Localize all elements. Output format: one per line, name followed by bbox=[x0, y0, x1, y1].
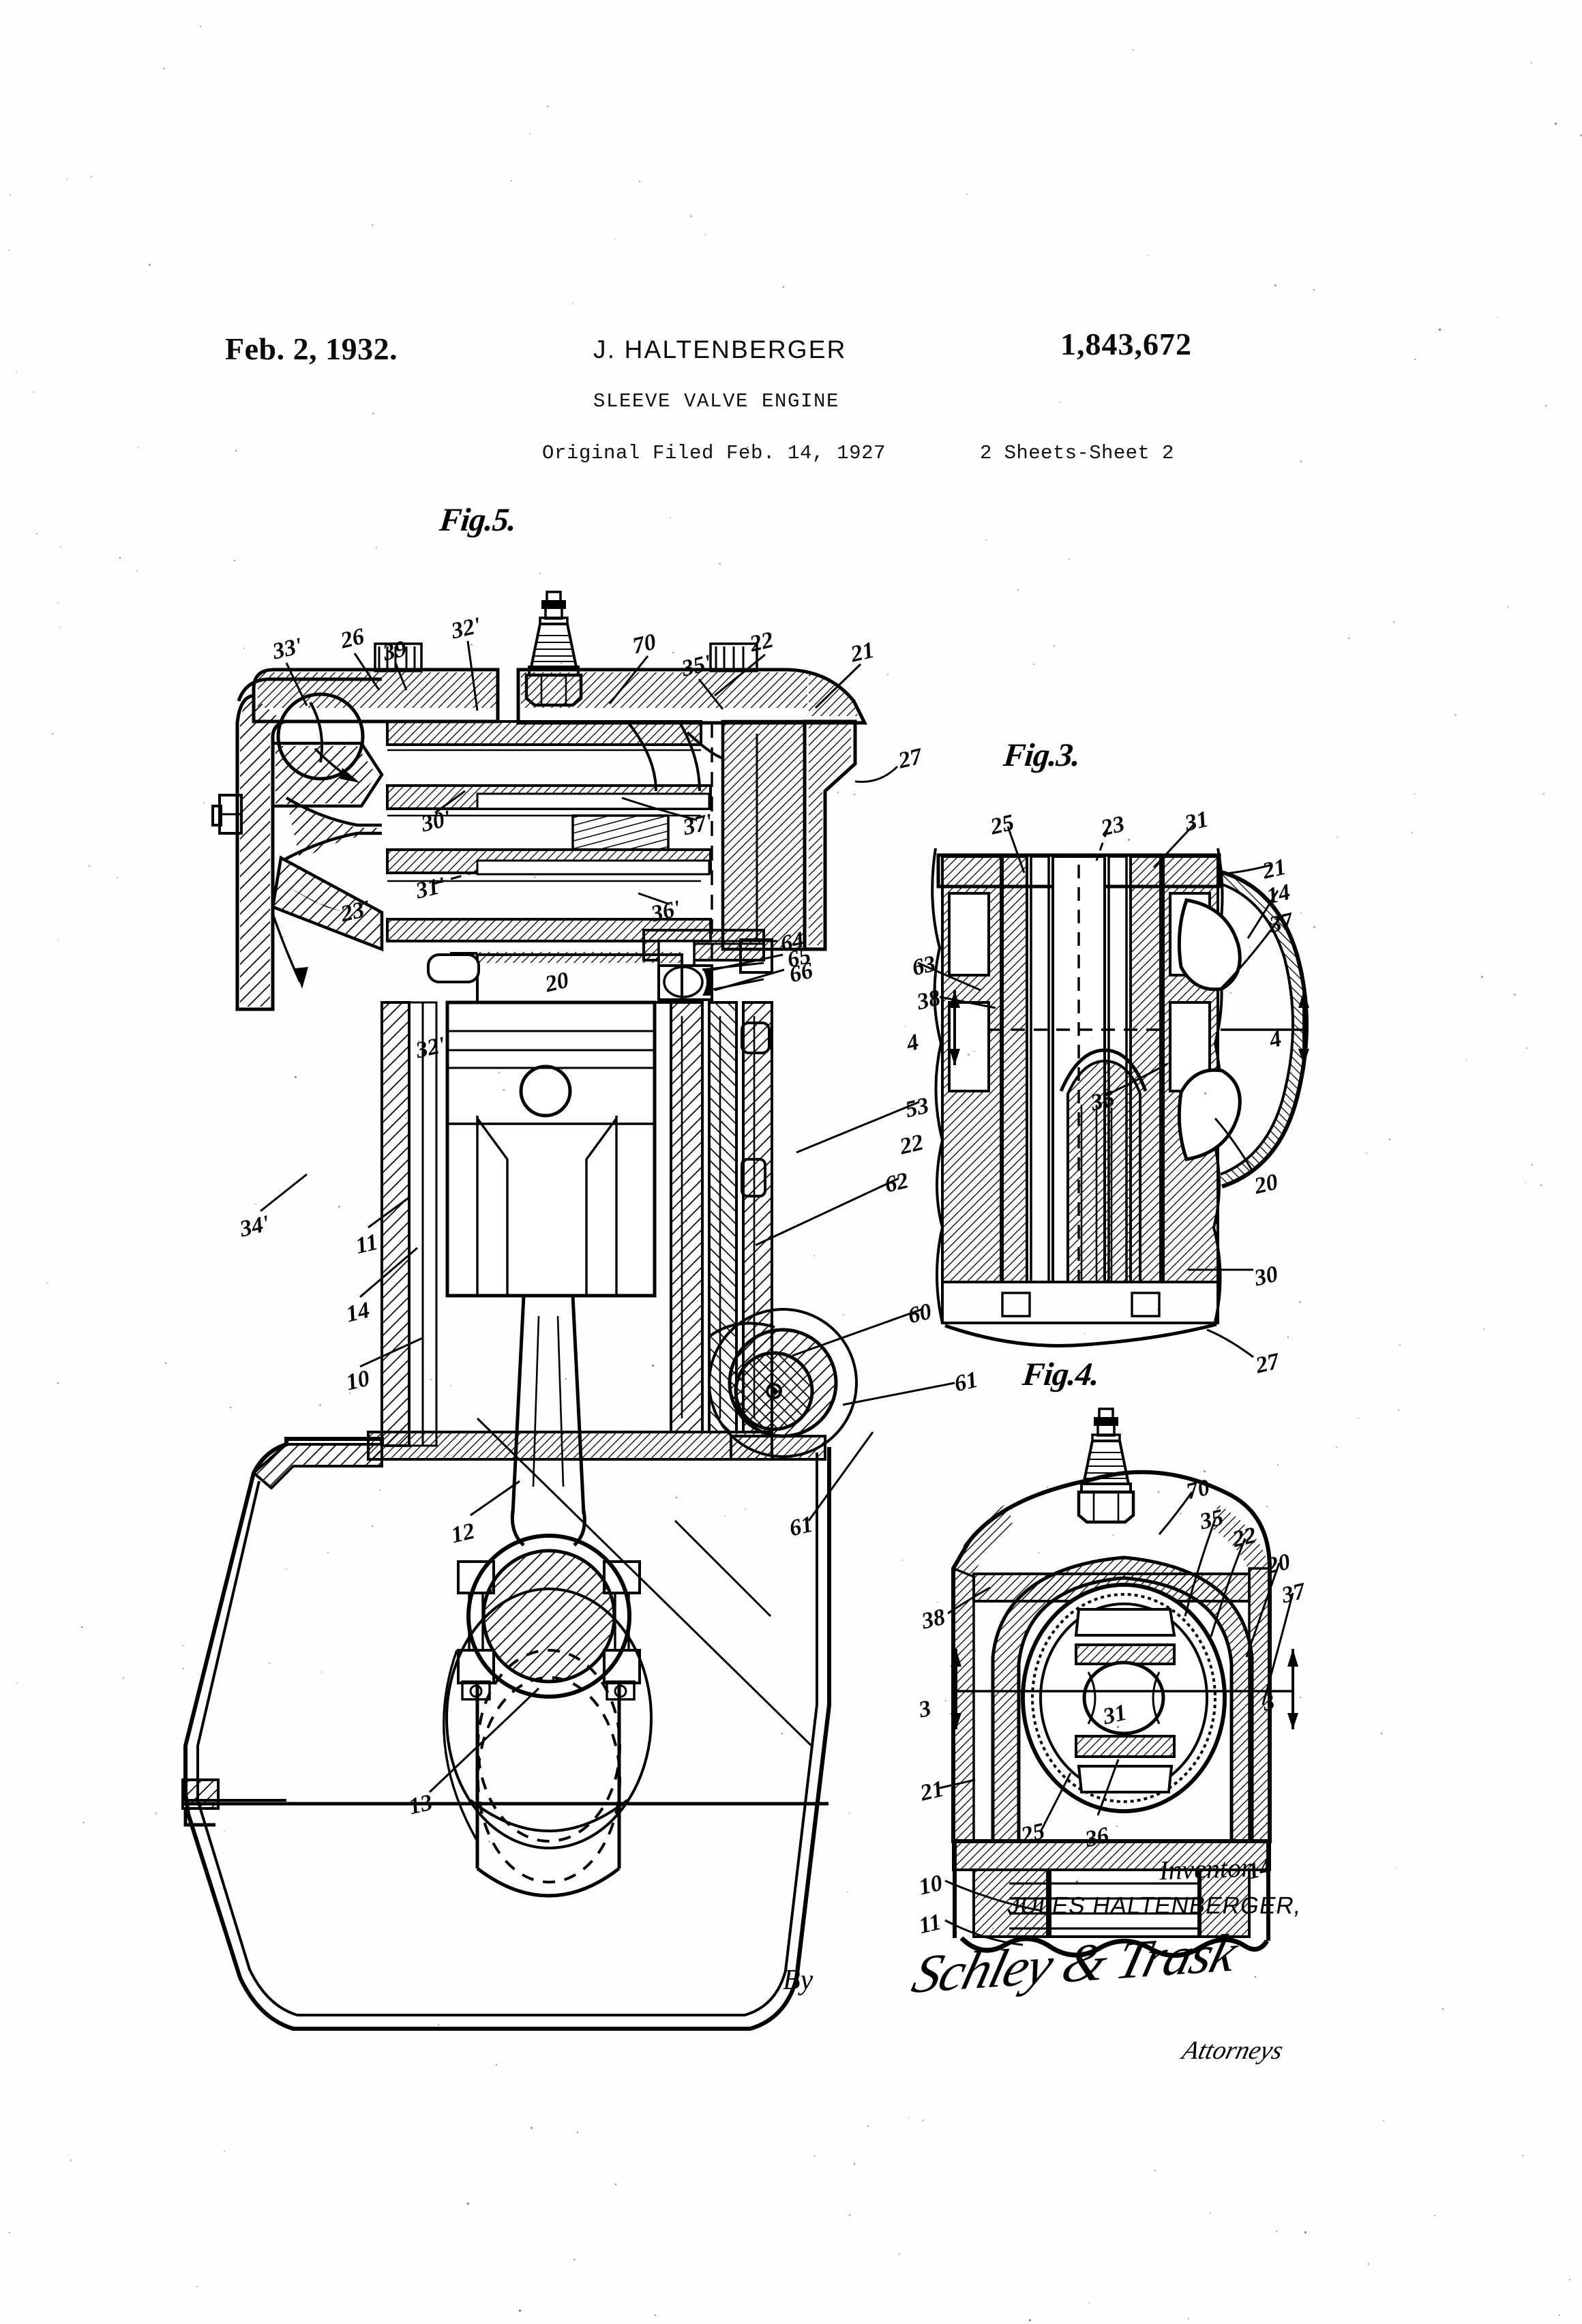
filing-date: Original Filed Feb. 14, 1927 bbox=[542, 442, 886, 464]
reference-numeral: 32' bbox=[413, 1032, 448, 1064]
reference-numeral: 22 bbox=[747, 627, 776, 657]
sheet-header: Feb. 2, 1932. J. HALTENBERGER 1,843,672 … bbox=[0, 0, 1582, 477]
reference-numeral: 60 bbox=[906, 1298, 934, 1329]
inventor-label: Inventor bbox=[1159, 1851, 1253, 1886]
patent-date: Feb. 2, 1932. bbox=[225, 331, 398, 366]
reference-numeral: 38 bbox=[919, 1604, 948, 1635]
reference-numeral: 25 bbox=[1019, 1818, 1047, 1849]
reference-numeral: 12 bbox=[449, 1518, 477, 1549]
reference-numeral: 53 bbox=[903, 1092, 931, 1123]
reference-numeral: 14 bbox=[1264, 879, 1293, 910]
reference-numeral: 20 bbox=[543, 967, 571, 998]
reference-numeral: 70 bbox=[630, 629, 659, 659]
reference-numeral: 63 bbox=[910, 951, 938, 981]
reference-numeral: 31' bbox=[413, 872, 448, 904]
reference-numeral: 36' bbox=[648, 895, 683, 927]
reference-numeral: 22 bbox=[1230, 1522, 1259, 1553]
reference-numeral: 11 bbox=[353, 1229, 380, 1260]
reference-numeral: 61 bbox=[952, 1367, 981, 1397]
reference-numeral: 13 bbox=[406, 1789, 435, 1820]
reference-numeral: 20 bbox=[1264, 1549, 1293, 1579]
reference-numeral: 37 bbox=[1279, 1578, 1308, 1609]
reference-numeral: 36 bbox=[1088, 1086, 1117, 1116]
reference-numeral: 37 bbox=[1267, 908, 1296, 938]
figure-5 bbox=[181, 592, 868, 2031]
reference-numeral: 34' bbox=[237, 1210, 272, 1242]
reference-numeral: 31 bbox=[1182, 806, 1211, 837]
reference-numeral: 10 bbox=[344, 1365, 372, 1396]
reference-numeral: 23' bbox=[338, 895, 373, 927]
figure-3-caption: Fig.3. bbox=[1002, 737, 1082, 773]
reference-numeral: 21 bbox=[1260, 854, 1289, 884]
reference-numeral: 4 bbox=[1266, 1026, 1284, 1054]
reference-numeral: 3 bbox=[916, 1695, 934, 1723]
reference-numeral: 35' bbox=[679, 650, 714, 682]
patent-number: 1,843,672 bbox=[1060, 327, 1192, 361]
reference-numeral: 39 bbox=[380, 636, 409, 666]
reference-numeral: 10 bbox=[916, 1870, 945, 1901]
attorneys-label: Attorneys bbox=[1179, 2036, 1286, 2065]
reference-numeral: 3 bbox=[1259, 1688, 1277, 1716]
reference-numeral: 32' bbox=[449, 612, 483, 644]
reference-numeral: 20 bbox=[1252, 1169, 1281, 1200]
figure-5-caption: Fig.5. bbox=[438, 502, 518, 538]
reference-numeral: 36 bbox=[1083, 1822, 1111, 1853]
reference-numeral: 4 bbox=[904, 1029, 921, 1057]
reference-numeral: 62 bbox=[882, 1167, 911, 1198]
reference-numeral: 23 bbox=[1099, 811, 1127, 841]
reference-numeral: 14 bbox=[344, 1297, 372, 1328]
figure-4-caption: Fig.4. bbox=[1021, 1356, 1101, 1392]
reference-numeral: 33' bbox=[270, 633, 305, 665]
reference-numeral: 21 bbox=[918, 1776, 946, 1806]
reference-numeral: 61 bbox=[787, 1511, 816, 1542]
reference-numeral: 26 bbox=[338, 623, 367, 654]
reference-numeral: 30' bbox=[419, 805, 453, 837]
reference-numeral: 22 bbox=[897, 1129, 926, 1160]
reference-numeral: 38 bbox=[914, 985, 943, 1015]
reference-numeral: 30 bbox=[1252, 1261, 1281, 1292]
reference-numeral: 21 bbox=[848, 637, 877, 668]
inventor-surname: J. HALTENBERGER bbox=[593, 336, 847, 363]
attorney-signature: Schley & Trask bbox=[906, 1923, 1242, 2005]
by-label: By bbox=[783, 1965, 814, 1996]
reference-numeral: 37' bbox=[681, 809, 715, 841]
reference-numeral: 27 bbox=[896, 743, 925, 774]
patent-title: SLEEVE VALVE ENGINE bbox=[593, 390, 840, 413]
reference-numeral: 25 bbox=[988, 809, 1017, 840]
reference-numeral: 35 bbox=[1197, 1504, 1226, 1535]
reference-numeral: 31 bbox=[1101, 1699, 1129, 1730]
reference-numeral: 70 bbox=[1184, 1474, 1212, 1505]
inventor-signature: JULES HALTENBERGER, bbox=[1005, 1892, 1304, 1919]
reference-numeral: 27 bbox=[1253, 1348, 1282, 1379]
reference-numeral: 11 bbox=[916, 1909, 944, 1939]
reference-numeral: 66 bbox=[787, 957, 816, 988]
sheet-count: 2 Sheets-Sheet 2 bbox=[980, 442, 1174, 464]
